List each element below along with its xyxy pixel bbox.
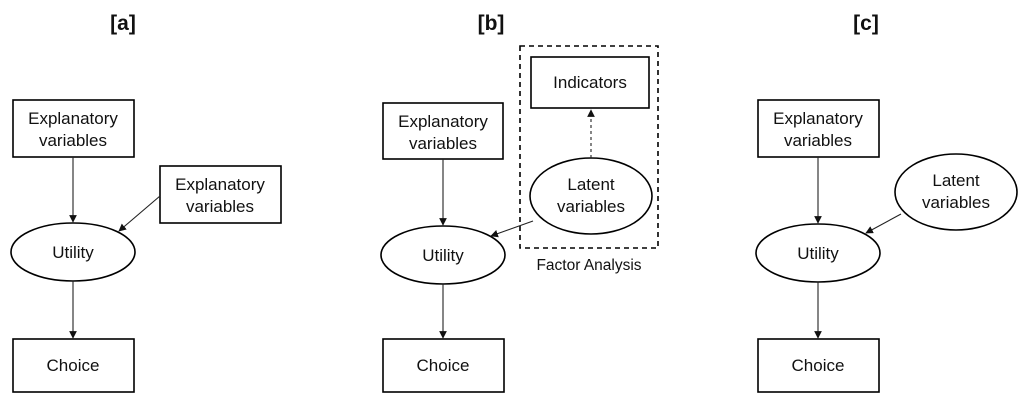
edge-explanatory-side-to-utility xyxy=(118,195,161,232)
explanatory-label-line2: variables xyxy=(39,131,107,150)
choice-label: Choice xyxy=(47,356,100,375)
panel-c-title: [c] xyxy=(853,12,879,35)
explanatory-label-line1: Explanatory xyxy=(398,112,488,131)
latent-label-line2: variables xyxy=(557,197,625,216)
latent-variables-node xyxy=(894,153,1018,231)
utility-label: Utility xyxy=(52,243,94,262)
latent-label-line1: Latent xyxy=(932,171,980,190)
latent-label-line1: Latent xyxy=(567,175,615,194)
utility-label: Utility xyxy=(797,244,839,263)
explanatory-variables-box xyxy=(382,102,504,160)
explanatory-label-line2: variables xyxy=(409,134,477,153)
utility-label: Utility xyxy=(422,246,464,265)
indicators-label: Indicators xyxy=(553,73,627,92)
latent-label-line2: variables xyxy=(922,193,990,212)
panel-b: [b] Factor Analysis Indicators Latent va… xyxy=(380,12,659,393)
explanatory-variables-box xyxy=(12,99,135,158)
factor-analysis-group xyxy=(519,45,659,249)
panel-c: [c] Explanatory variables Latent variabl… xyxy=(755,12,1018,393)
choice-label: Choice xyxy=(792,356,845,375)
choice-box xyxy=(382,338,505,393)
explanatory-label-line2: variables xyxy=(784,131,852,150)
explanatory-variables-box xyxy=(757,99,880,158)
indicators-box xyxy=(530,56,650,109)
explanatory-variables-side-box xyxy=(159,165,282,224)
panel-b-title: [b] xyxy=(478,12,505,35)
edge-latent-to-utility xyxy=(490,220,534,238)
factor-analysis-caption: Factor Analysis xyxy=(536,257,641,274)
panel-a-title: [a] xyxy=(110,12,136,35)
explanatory-label-line1: Explanatory xyxy=(28,109,118,128)
choice-box xyxy=(757,338,880,393)
choice-label: Choice xyxy=(417,356,470,375)
explanatory-side-label-line2: variables xyxy=(186,197,254,216)
edge-latent-to-utility xyxy=(865,213,902,234)
explanatory-side-label-line1: Explanatory xyxy=(175,175,265,194)
latent-variables-node xyxy=(529,157,653,235)
panel-a: [a] Explanatory variables Explanatory va… xyxy=(10,12,282,393)
choice-box xyxy=(12,338,135,393)
explanatory-label-line1: Explanatory xyxy=(773,109,863,128)
